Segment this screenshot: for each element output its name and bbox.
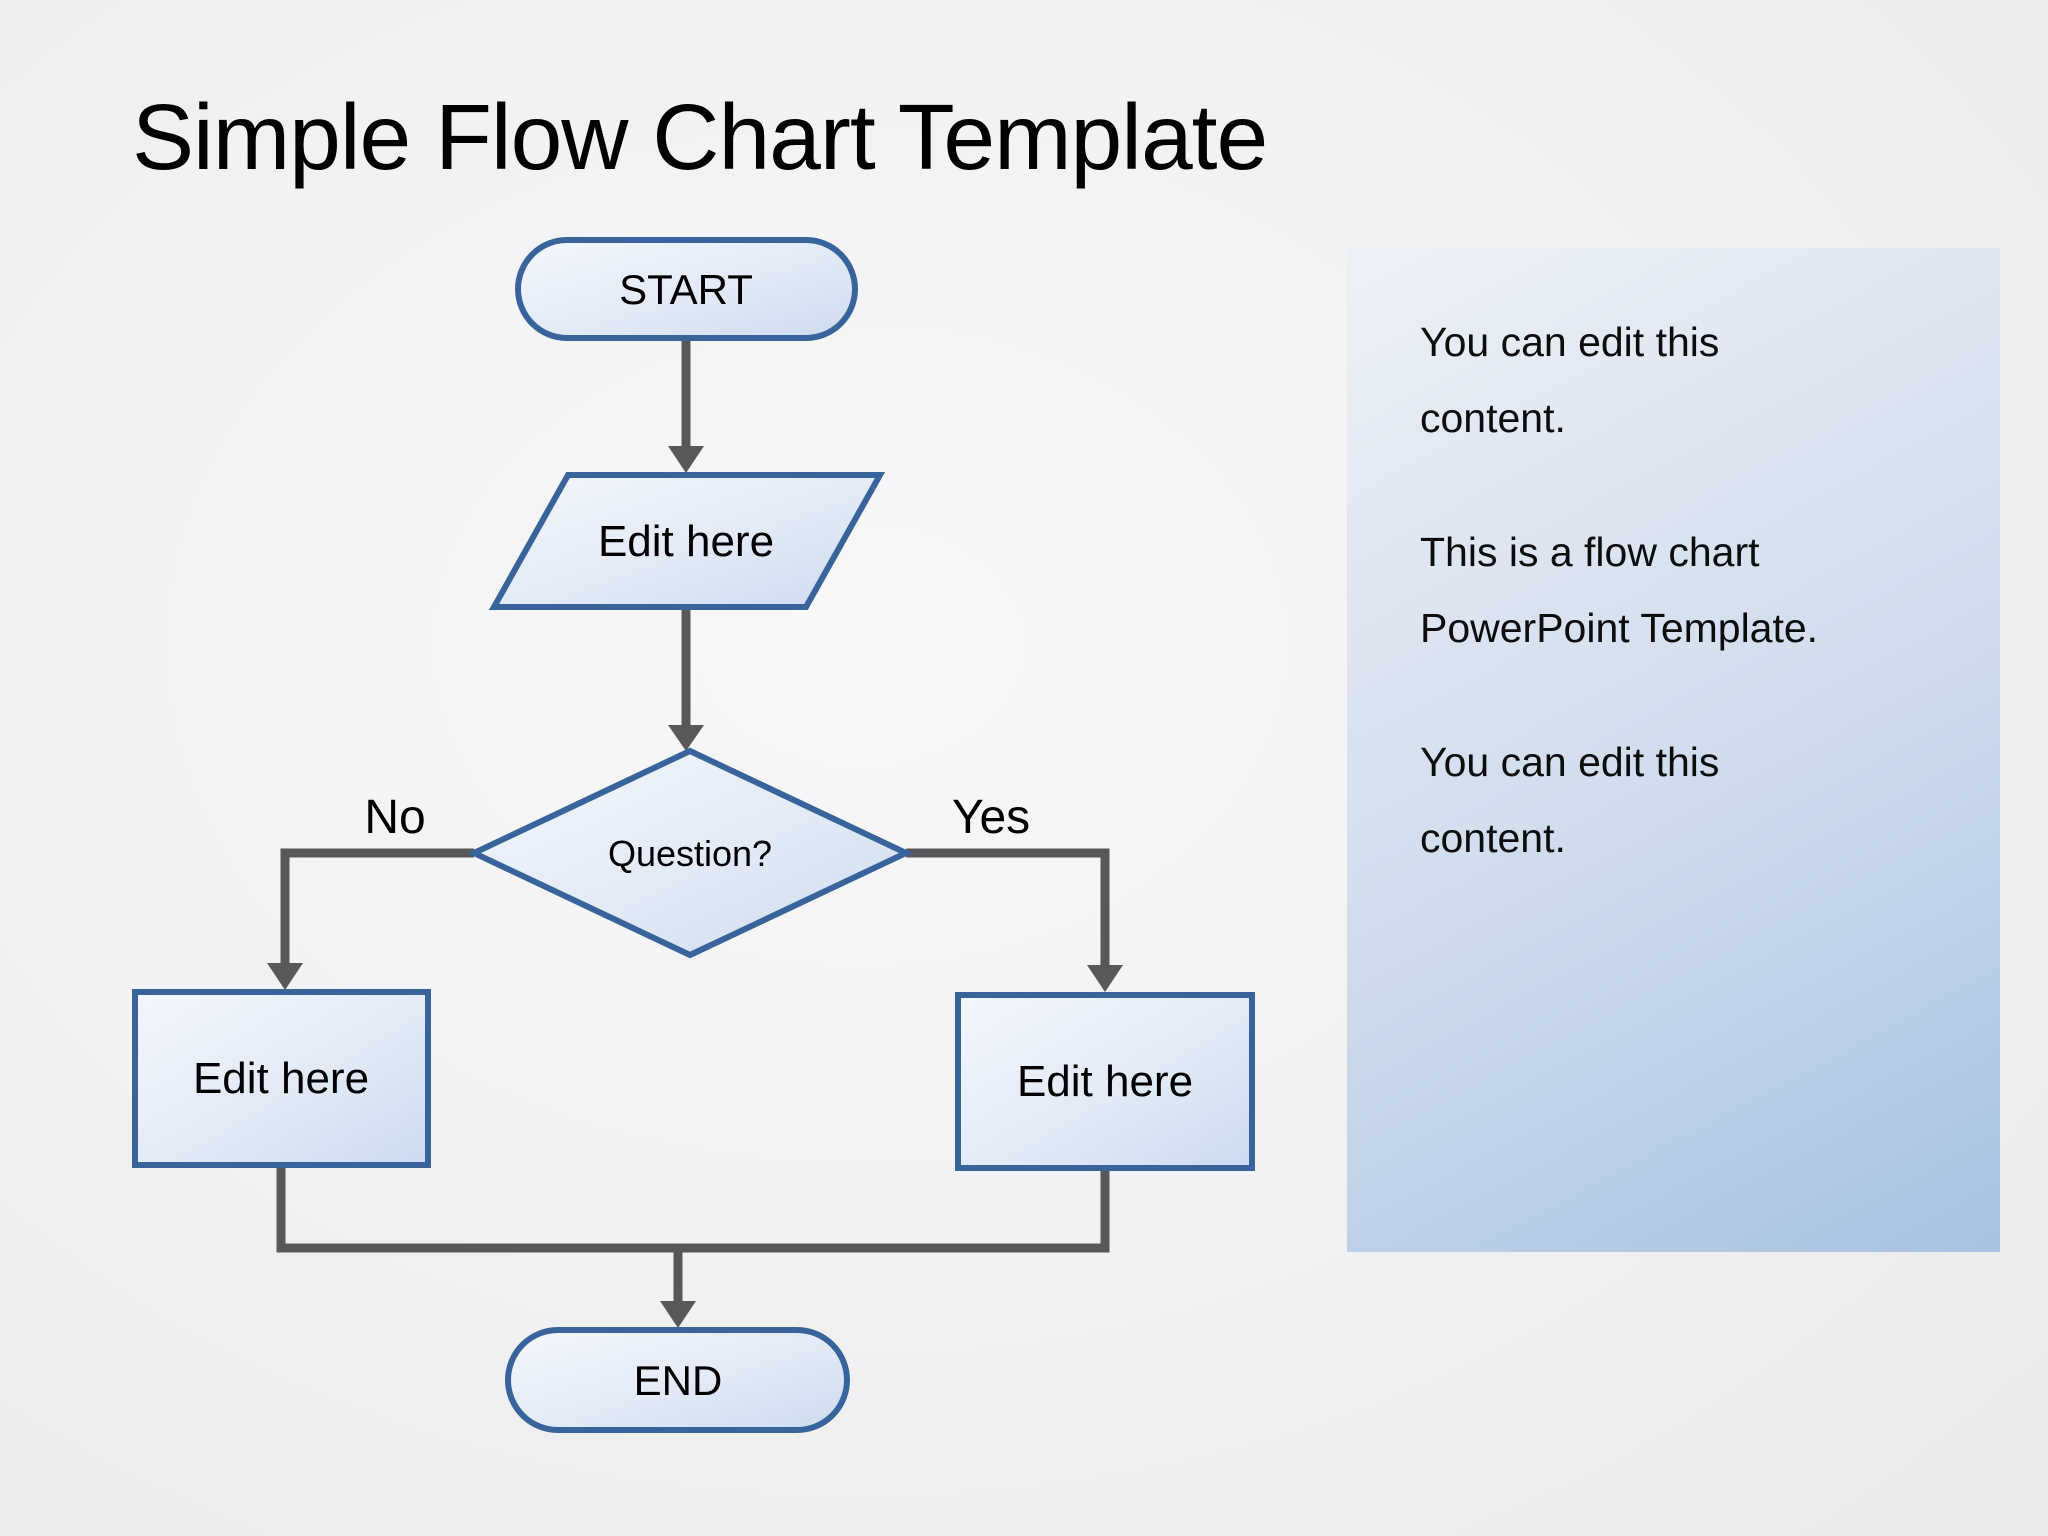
connector-merge-to-end bbox=[276, 1165, 1110, 1328]
no-process-node[interactable] bbox=[132, 989, 431, 1168]
end-node-label[interactable]: END bbox=[634, 1357, 723, 1404]
connector-no-branch bbox=[267, 848, 474, 990]
yes-process-label[interactable]: Edit here bbox=[1017, 1057, 1193, 1106]
connector-line bbox=[276, 1165, 1110, 1253]
arrowhead-icon bbox=[668, 446, 704, 473]
connector-start-to-input bbox=[668, 340, 704, 473]
side-panel[interactable]: You can edit this content. This is a flo… bbox=[1347, 248, 2000, 1252]
arrowhead-icon bbox=[267, 963, 303, 990]
start-node[interactable] bbox=[515, 237, 858, 341]
yes-process-node[interactable] bbox=[955, 992, 1255, 1171]
connector-input-to-decision bbox=[668, 608, 704, 751]
branch-yes-label[interactable]: Yes bbox=[952, 791, 1030, 844]
start-node-label[interactable]: START bbox=[619, 266, 753, 313]
connector-line bbox=[906, 848, 1110, 966]
decision-diamond-node[interactable] bbox=[466, 747, 914, 959]
arrowhead-icon bbox=[668, 725, 704, 751]
input-parallelogram-node[interactable] bbox=[488, 472, 886, 610]
side-panel-paragraph[interactable]: You can edit this content. bbox=[1420, 739, 1720, 861]
connector-yes-branch bbox=[906, 848, 1123, 992]
input-node-label[interactable]: Edit here bbox=[598, 517, 774, 566]
side-panel-paragraph[interactable]: You can edit this content. bbox=[1420, 319, 1720, 441]
arrowhead-icon bbox=[1087, 965, 1123, 992]
no-process-label[interactable]: Edit here bbox=[193, 1054, 369, 1103]
branch-no-label[interactable]: No bbox=[364, 791, 425, 844]
slide-title[interactable]: Simple Flow Chart Template bbox=[132, 85, 1268, 189]
arrowhead-icon bbox=[660, 1301, 696, 1328]
side-panel-paragraph[interactable]: This is a flow chart PowerPoint Template… bbox=[1420, 529, 1819, 651]
decision-node-label[interactable]: Question? bbox=[608, 833, 772, 874]
connector-line bbox=[280, 848, 474, 964]
end-node[interactable] bbox=[505, 1327, 850, 1433]
